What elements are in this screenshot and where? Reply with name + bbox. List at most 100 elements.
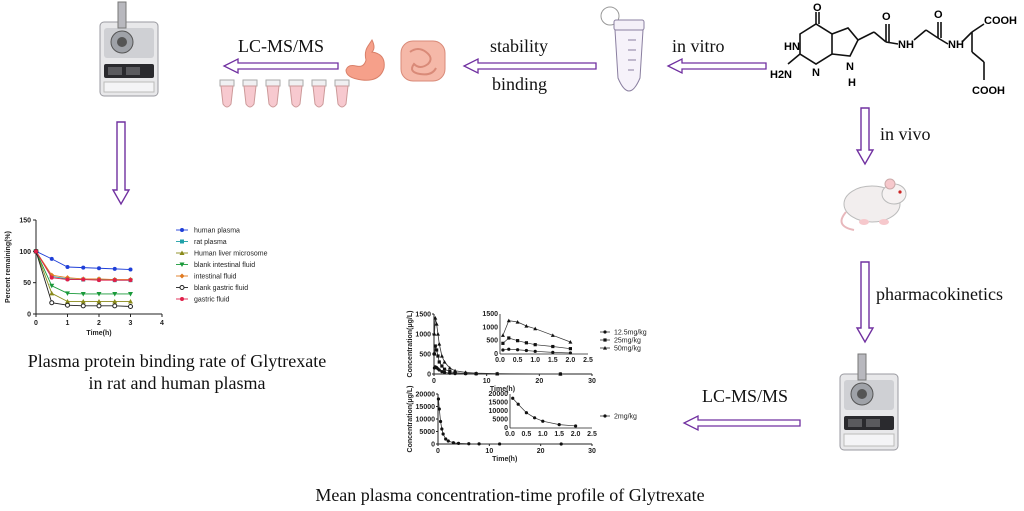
data-point	[49, 283, 55, 289]
y-axis-label: Concentration(μg/L)	[407, 386, 414, 453]
data-point	[436, 397, 441, 401]
data-point	[453, 368, 458, 373]
data-point	[49, 275, 54, 280]
y-tick-label: 5000	[419, 429, 435, 436]
data-point	[507, 347, 511, 351]
data-point	[128, 267, 133, 272]
data-point	[451, 441, 455, 445]
y-tick-label: 500	[419, 352, 431, 359]
data-point	[541, 419, 545, 423]
data-point	[65, 265, 70, 269]
legend-entry: blank gastric fluid	[194, 285, 248, 292]
data-point	[559, 442, 563, 446]
data-point	[603, 346, 607, 350]
legend-entry: 50mg/kg	[614, 346, 641, 353]
data-point	[603, 330, 607, 334]
flow-arrow-down-left	[111, 121, 131, 206]
data-point	[551, 344, 555, 349]
legend-marker	[180, 297, 184, 301]
atom-h2n: H2N	[770, 69, 792, 81]
flow-arrow-left-lcms-bottom	[682, 414, 801, 432]
data-point	[34, 249, 38, 254]
data-point	[501, 341, 505, 345]
atom-cooh-1: COOH	[984, 15, 1017, 27]
legend-marker	[179, 273, 185, 279]
data-point	[80, 291, 86, 297]
data-point	[533, 326, 538, 331]
data-point	[447, 366, 452, 370]
eppendorf-tube-icon	[600, 6, 645, 92]
legend-marker	[180, 239, 184, 244]
inset-y-tick-label: 10000	[489, 408, 509, 415]
data-point	[435, 348, 439, 352]
data-point	[433, 344, 437, 348]
data-point	[516, 402, 520, 406]
data-point	[65, 298, 70, 304]
inset-x-tick-label: 1.5	[548, 357, 558, 364]
x-tick-label: 2	[97, 320, 101, 327]
data-point	[511, 396, 515, 400]
inset-y-tick-label: 500	[486, 338, 498, 345]
x-tick-label: 3	[129, 320, 133, 327]
legend-entry: Human liver microsome	[194, 251, 268, 258]
atom-o-amide1: O	[882, 11, 891, 23]
data-point	[603, 338, 607, 342]
stomach-icon	[345, 39, 385, 81]
data-point	[97, 278, 101, 283]
data-point	[65, 291, 70, 296]
y-tick-label: 1500	[415, 312, 431, 319]
atom-nh-2: NH	[948, 39, 964, 51]
data-point	[433, 316, 438, 320]
atom-n-pyrrole: N	[846, 61, 854, 73]
inset-x-tick-label: 2.0	[566, 357, 576, 364]
data-point	[463, 370, 468, 374]
atom-h-pyrrole: H	[848, 77, 856, 89]
caption-binding-line1: Plasma protein binding rate of Glytrexat…	[27, 351, 327, 371]
caption-binding: Plasma protein binding rate of Glytrexat…	[0, 350, 354, 394]
data-point	[568, 347, 572, 351]
data-point	[97, 266, 101, 271]
data-point	[444, 437, 448, 441]
inset-x-tick-label: 0.0	[495, 357, 505, 364]
data-point	[442, 360, 447, 364]
data-point	[558, 372, 563, 376]
inset-series-line-3	[502, 320, 571, 343]
data-point	[128, 291, 133, 297]
data-point	[128, 298, 133, 304]
label-lcms-bottom: LC-MS/MS	[702, 386, 789, 406]
data-point	[524, 348, 528, 353]
x-tick-label: 0	[432, 378, 436, 385]
label-pharmacokinetics: pharmacokinetics	[876, 284, 1003, 304]
legend-entry: blank intestinal fluid	[194, 262, 255, 269]
x-axis-label: Time(h)	[490, 386, 515, 393]
x-tick-label: 0	[34, 320, 38, 327]
y-tick-label: 0	[27, 312, 31, 319]
x-tick-label: 1	[66, 320, 70, 327]
intestine-icon	[400, 40, 446, 82]
data-point	[437, 407, 441, 411]
data-point	[533, 416, 537, 420]
data-point	[453, 371, 457, 375]
data-point	[603, 414, 607, 418]
data-point	[80, 298, 86, 304]
x-tick-label: 10	[483, 378, 491, 385]
data-point	[568, 351, 572, 355]
inset-x-tick-label: 0.5	[513, 357, 523, 364]
legend-entry: intestinal fluid	[194, 274, 237, 281]
data-point	[442, 370, 447, 374]
data-point	[568, 340, 573, 344]
data-point	[96, 303, 102, 309]
data-point	[432, 332, 437, 336]
flow-arrow-left-lcms	[222, 57, 339, 75]
label-lcms-top: LC-MS/MS	[238, 36, 325, 56]
inset-y-tick-label: 1500	[482, 311, 498, 318]
flow-arrow-left-stability	[462, 57, 597, 75]
inset-x-tick-label: 2.5	[587, 431, 597, 438]
lcms-instrument-icon-top	[99, 1, 159, 97]
rat-icon	[840, 178, 907, 231]
data-point	[436, 354, 440, 358]
data-point	[112, 298, 118, 304]
label-in-vitro: in vitro	[672, 36, 725, 56]
